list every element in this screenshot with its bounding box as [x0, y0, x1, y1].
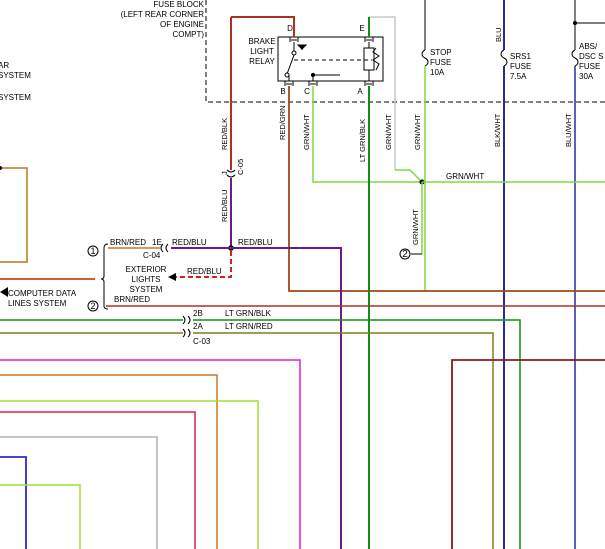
computer-label-2: LINES SYSTEM — [8, 299, 67, 308]
label-c04: C-04 — [143, 251, 161, 260]
computer-label-1: COMPUTER DATA — [8, 289, 77, 298]
relay-pin-b: B — [280, 87, 285, 96]
lt-grn-red-right — [193, 332, 494, 549]
abs-fuse-label-3: FUSE — [579, 62, 600, 71]
label-c05: C-05 — [236, 159, 245, 175]
magenta-wire — [0, 359, 301, 549]
label-blk-wht: BLK/WHT — [493, 113, 502, 147]
abs-fuse-label-4: 30A — [579, 72, 594, 81]
grn-wht-relay-wire — [312, 86, 420, 183]
relay-switch — [284, 42, 372, 81]
abs-fuse-label-2: DSC S — [579, 52, 603, 61]
stop-fuse-label-3: 10A — [430, 68, 445, 77]
left-brown-box — [0, 167, 28, 263]
lime-wire — [0, 400, 259, 549]
label-blu-wht: BLU/WHT — [564, 113, 573, 147]
stop-fuse-symbol — [421, 49, 429, 67]
marker-2-lower-ring — [87, 300, 99, 312]
marker-1: 1 — [90, 246, 95, 256]
label-grn-wht-gray: GRN/WHT — [384, 114, 393, 150]
label-red-grn: RED/GRN — [278, 105, 287, 140]
connector-1e-symbol — [160, 243, 169, 253]
marker-2-lower: 2 — [90, 301, 95, 311]
label-grn-wht-lower: GRN/WHT — [411, 209, 420, 245]
label-red-blu-left: RED/BLU — [172, 238, 207, 247]
relay-coil — [363, 42, 380, 81]
exterior-label-1: EXTERIOR — [126, 265, 167, 274]
relay-pin-stubs — [284, 37, 374, 86]
relay-pin-d: D — [287, 24, 293, 33]
abs-fuse-symbol — [571, 49, 579, 67]
relay-pin-a: A — [357, 87, 363, 96]
fuse-block-label-3: OF ENGINE — [160, 20, 204, 29]
label-brn-red-top: BRN/RED — [110, 238, 146, 247]
left-edge-text-2: SYSTEM — [0, 71, 31, 80]
blu-wire-label: BLU — [494, 27, 503, 42]
relay-name-1: BRAKE — [248, 37, 275, 46]
lt-grn-top-wire — [369, 16, 396, 170]
label-grn-wht-horizontal: GRN/WHT — [446, 172, 484, 181]
relay-name-2: LIGHT — [250, 47, 274, 56]
label-grn-wht-stop: GRN/WHT — [413, 114, 422, 150]
relay-pin-e: E — [359, 24, 364, 33]
lt-grn-blk-right — [193, 319, 521, 549]
label-c03: C-03 — [193, 337, 211, 346]
marker-1-ring — [87, 245, 99, 257]
left-edge-text-3: SYSTEM — [0, 93, 31, 102]
grn-wht-cross-wire — [395, 169, 423, 183]
red-blu-dashed-path — [175, 251, 232, 278]
label-2a: 2A — [193, 322, 203, 331]
lime-inner-wire — [0, 484, 81, 549]
label-lt-grn-blk-vertical: LT GRN/BLK — [358, 119, 367, 162]
left-edge-text-1: AR — [0, 61, 9, 70]
crimson-wire — [0, 411, 196, 549]
connector-j-symbol — [226, 169, 236, 178]
fuse-block-label-1: FUSE BLOCK — [153, 0, 204, 9]
orange-wire — [0, 374, 218, 549]
blue-inner-wire — [0, 456, 27, 549]
srs-fuse-label-2: FUSE — [510, 62, 531, 71]
label-red-blu-vertical: RED/BLU — [220, 189, 229, 222]
gray-inner-wire — [0, 436, 158, 549]
label-1e: 1E — [152, 238, 162, 247]
label-red-blu-right: RED/BLU — [238, 238, 273, 247]
connector-2b-symbol — [182, 315, 191, 325]
relay-name-3: RELAY — [249, 57, 275, 66]
relay-pin-c: C — [304, 87, 310, 96]
label-red-blu-dashed: RED/BLU — [187, 267, 222, 276]
stop-fuse-label-1: STOP — [430, 48, 452, 57]
label-red-blk: RED/BLK — [220, 118, 229, 150]
label-grn-wht-c: GRN/WHT — [302, 114, 311, 150]
fuse-block-label-4: COMPT) — [172, 30, 204, 39]
left-brown-dot — [0, 166, 2, 170]
exterior-label-2: LIGHTS — [132, 275, 161, 284]
connector-2a-symbol — [182, 328, 191, 338]
stop-fuse-label-2: FUSE — [430, 58, 451, 67]
exterior-arrow — [168, 273, 176, 281]
red-blk-loop — [231, 16, 295, 37]
srs-fuse-symbol — [500, 49, 508, 67]
computer-data-arrow — [0, 287, 8, 297]
red-blu-right-wire — [231, 247, 342, 549]
abs-fuse-label-1: ABS/ — [579, 42, 598, 51]
label-2b: 2B — [193, 309, 203, 318]
fuse-block-boundary — [205, 0, 605, 103]
srs-fuse-label-3: 7.5A — [510, 72, 527, 81]
marker-2-upper-ring — [399, 248, 411, 260]
relay-box — [277, 36, 384, 82]
label-lt-grn-red: LT GRN/RED — [225, 322, 273, 331]
srs-fuse-label-1: SRS1 — [510, 52, 531, 61]
label-j: J — [220, 171, 229, 175]
label-lt-grn-blk-horizontal: LT GRN/BLK — [225, 309, 272, 318]
label-brn-red-lower: BRN/RED — [114, 295, 150, 304]
bracket — [100, 243, 109, 310]
exterior-label-3: SYSTEM — [130, 285, 163, 294]
fuse-block-label-2: (LEFT REAR CORNER — [121, 10, 205, 19]
marker-2-upper-circle: 2 — [402, 249, 408, 260]
dark-red-right-wire — [451, 359, 605, 549]
red-grn-wire — [288, 86, 605, 292]
